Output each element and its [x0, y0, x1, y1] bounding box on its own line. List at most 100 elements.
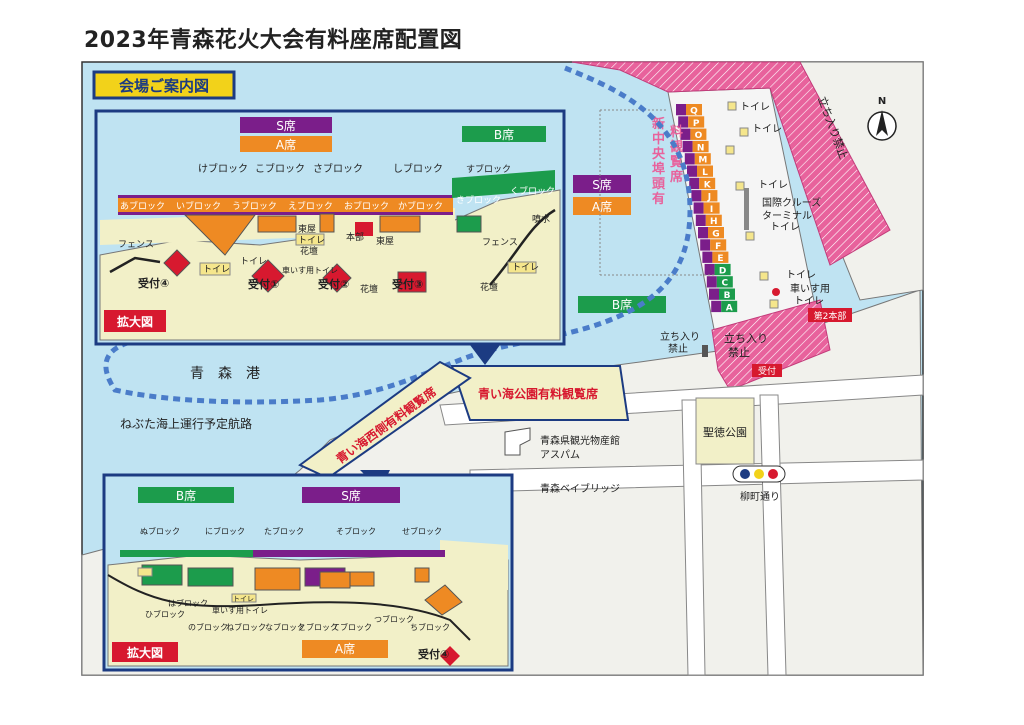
no-entry-label-3a: 立ち入り [724, 331, 768, 345]
pier-row-label-J: J [707, 193, 711, 203]
pier-row-L [697, 165, 713, 177]
inset1-flowerbed-1: 花壇 [300, 245, 318, 257]
pier-row-C [716, 276, 733, 288]
inset1-a-badge [240, 136, 332, 152]
road-vertical-2 [759, 394, 787, 676]
pier-row-label-P: P [693, 119, 700, 129]
pier-row-s-P [678, 116, 689, 128]
pier-a-badge [573, 197, 631, 215]
aspam-label-2: アスパム [540, 449, 580, 461]
road-vertical [681, 399, 706, 676]
inset2-block-top-3: そブロック [336, 526, 376, 536]
inset1-block-top-1: こブロック [255, 162, 305, 175]
seitoku-park-label: 聖徳公園 [703, 426, 747, 439]
inset2-block-top-1: にブロック [205, 526, 245, 536]
pier-row-label-C: C [721, 279, 728, 289]
inset1-block-top-3: しブロック [393, 162, 443, 175]
wheelchair-label-1: 車いす用 [790, 282, 830, 295]
inset1-reception-3: 受付③ [392, 277, 423, 291]
inset2-block-bottom-2: のブロック [188, 622, 228, 632]
inset1-block-row-0: あブロック [120, 200, 165, 212]
inset1-reception-1: 受付① [248, 277, 279, 291]
inset1-reception-2: 受付② [318, 277, 349, 291]
inset1-toilet-4: トイレ [512, 263, 539, 273]
pier-toilets [725, 101, 779, 309]
inset1-block-row-4: おブロック [344, 200, 389, 212]
pier-row-s-E [702, 251, 713, 263]
pier-row-P [688, 116, 705, 128]
inset2-block-top-0: ぬブロック [140, 526, 180, 536]
pier-row-label-B: B [724, 291, 731, 301]
inset1-block-top-2: さブロック [313, 162, 363, 175]
toilet-label-5: トイレ [786, 270, 816, 281]
pier-row-label-G: G [712, 230, 719, 240]
inset1-block-row-1: いブロック [176, 200, 221, 212]
legend-title-box [92, 70, 236, 100]
pier-row-G [708, 227, 724, 239]
no-entry-zone-north [571, 61, 891, 266]
pier-row-label-L: L [702, 168, 708, 178]
hq2-badge [808, 308, 852, 322]
inset2-block-bottom-6: てブロック [332, 622, 372, 632]
pier-row-D [714, 263, 731, 276]
pier-row-B [719, 288, 735, 300]
pier-row-O [690, 128, 707, 140]
pier-row-K [699, 177, 716, 190]
legend-title: 会場ご案内図 [119, 77, 209, 95]
pier-a-label: A席 [592, 199, 612, 214]
inset2-enlarged: 拡大図 [127, 645, 163, 660]
inset1-block-b-0: すブロック [466, 163, 511, 175]
pier-row-s-Q [676, 104, 686, 116]
north-label: N [878, 96, 886, 107]
inset1-flowerbed-3: 花壇 [480, 281, 498, 293]
pier-row-s-N [682, 140, 693, 153]
pier-row-label-D: D [719, 266, 726, 276]
cruise-terminal-label-1: 国際クルーズ [762, 196, 821, 209]
inset2-block-bottom-4: なブロック [265, 622, 305, 632]
pier-row-A [721, 300, 738, 313]
nebuta-route [103, 65, 693, 405]
pier-row-s-G [698, 227, 708, 239]
inset2-block-bottom-3: ねブロック [226, 622, 266, 632]
inset1-block-top-0: けブロック [198, 162, 248, 175]
north-arrow-icon [867, 110, 897, 141]
pier-row-J [701, 190, 718, 202]
inset1-fountain: 噴水 [532, 213, 550, 225]
inset-aoumi-west [102, 473, 514, 672]
inset1-flowerbed-2: 花壇 [360, 283, 378, 295]
pier-row-s-H [695, 214, 706, 226]
inset1-reception-0: 受付④ [138, 276, 169, 290]
inset1-hq: 本部 [346, 231, 364, 243]
wheelchair-label-2: トイレ [794, 296, 824, 307]
pier-row-s-L [687, 165, 697, 177]
pier-row-label-H: H [710, 217, 718, 227]
inset2-block-bottom-0: ひブロック [145, 609, 185, 619]
no-entry-label-2b: 禁止 [668, 343, 688, 355]
hq2-label: 第2本部 [814, 310, 847, 322]
pier-row-s-I [693, 202, 704, 214]
pier-reception-badge [752, 364, 782, 377]
seitoku-park [695, 397, 755, 465]
pier-row-s-F [700, 239, 711, 251]
pier-row-s-O [680, 128, 691, 140]
toilet-label-1: トイレ [740, 102, 770, 113]
no-entry-label-3b: 禁止 [728, 346, 750, 359]
pier-row-label-I: I [710, 205, 713, 215]
pier-row-label-K: K [704, 180, 712, 190]
no-entry-pole [702, 345, 708, 357]
pier-row-H [705, 214, 722, 226]
inset2-s-label: S席 [341, 488, 361, 503]
no-entry-label-2a: 立ち入り [660, 330, 700, 343]
pier-row-E [712, 251, 729, 263]
inset1-block-row-3: えブロック [288, 200, 333, 212]
inset1-b-label: B席 [494, 127, 514, 142]
inset2-b-badge [138, 487, 234, 503]
pier-s-badge [573, 175, 631, 193]
hq-dot [772, 288, 780, 296]
toilet-label-2: トイレ [752, 124, 782, 135]
inset1-block-row-2: うブロック [232, 200, 277, 212]
yanagimachi-marker [732, 465, 786, 483]
inset2-a-label: A席 [335, 641, 355, 656]
